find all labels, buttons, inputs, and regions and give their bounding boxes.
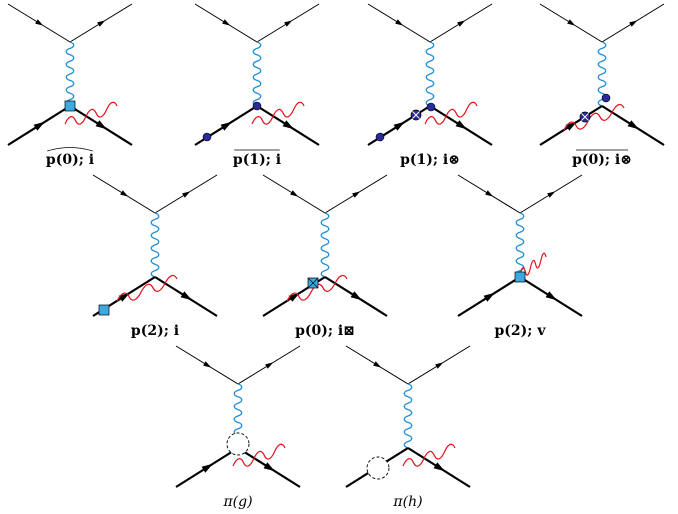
diagram-panel-9: π(h) (345, 345, 471, 510)
photon-line (425, 41, 435, 107)
vertex-dot-icon (252, 101, 262, 111)
diagram-caption: π(h) (392, 494, 422, 510)
loop-blob-icon (366, 456, 390, 480)
lower-incoming-fermion-arrow (118, 292, 130, 302)
diagram-caption: π(g) (222, 494, 252, 510)
lower-incoming-fermion-arrow (393, 121, 405, 131)
radiated-photon (64, 101, 118, 125)
lower-outgoing-fermion-arrow (455, 120, 467, 130)
vertex-dot-icon (426, 102, 436, 112)
photon-line (515, 212, 525, 278)
diagram-panel-2: p(1); i (194, 3, 320, 168)
radiated-photon (251, 101, 305, 125)
lower-incoming-fermion-arrow (33, 121, 45, 131)
diagram-panel-1: p(0); i (7, 3, 133, 168)
lower-outgoing-fermion-arrow (263, 462, 275, 472)
lower-incoming-fermion-arrow (220, 121, 232, 131)
radiated-photon (116, 274, 178, 302)
otimes-cross (581, 113, 589, 121)
photon-line (320, 212, 330, 278)
vertex-square-icon (514, 271, 526, 283)
photon-line (150, 212, 160, 278)
diagram-panel-7: p(2); v (457, 174, 583, 339)
upper-incoming-fermion-arrow (35, 19, 44, 26)
radiated-photon (402, 443, 456, 467)
boxtimes-cross (307, 277, 319, 289)
photon-line (65, 41, 75, 107)
upper-outgoing-fermion-arrow (435, 362, 444, 369)
diagram-panel-5: p(2); i (92, 174, 218, 339)
upper-incoming-fermion-arrow (485, 190, 494, 197)
caption-overtilde (47, 147, 93, 152)
otimes-cross (412, 111, 420, 119)
insertion-dot-icon (375, 132, 385, 142)
diagram-caption: p(0); i⊠ (295, 323, 355, 339)
upper-outgoing-fermion-arrow (265, 362, 274, 369)
upper-incoming-fermion-arrow (373, 361, 382, 368)
radiated-photon (232, 443, 286, 467)
photon-line (403, 383, 413, 449)
diagram-panel-4: p(0); i⊗ (539, 3, 665, 168)
diagram-caption: p(1); i (233, 152, 281, 168)
diagram-caption: p(0); i (46, 152, 94, 168)
diagram-caption: p(1); i⊗ (400, 152, 460, 168)
lower-outgoing-fermion-arrow (627, 120, 639, 130)
lower-outgoing-fermion-arrow (350, 291, 362, 301)
diagram-panel-6: p(0); i⊠ (262, 174, 388, 339)
upper-incoming-fermion-arrow (203, 361, 212, 368)
lower-outgoing-fermion-arrow (282, 120, 294, 130)
vertex-square-icon (98, 304, 110, 316)
upper-outgoing-fermion-arrow (97, 20, 106, 27)
upper-incoming-fermion-arrow (395, 19, 404, 26)
radiated-photon (424, 101, 478, 125)
diagram-caption: p(0); i⊗ (572, 152, 632, 168)
lower-incoming-fermion-arrow (201, 463, 213, 473)
lower-incoming-fermion-arrow (565, 121, 577, 131)
insertion-dot-icon (601, 93, 611, 103)
vertex-square-icon (64, 100, 76, 112)
upper-outgoing-fermion-arrow (182, 191, 191, 198)
lower-outgoing-fermion-arrow (433, 462, 445, 472)
lower-incoming-fermion-arrow (288, 292, 300, 302)
upper-incoming-fermion-arrow (567, 19, 576, 26)
lower-outgoing-fermion-arrow (180, 291, 192, 301)
upper-outgoing-fermion-arrow (284, 20, 293, 27)
upper-outgoing-fermion-arrow (629, 20, 638, 27)
lower-outgoing-fermion-arrow (95, 120, 107, 130)
insertion-dot-icon (202, 132, 212, 142)
upper-incoming-fermion-arrow (120, 190, 129, 197)
diagram-caption: p(2); i (131, 323, 179, 339)
loop-blob-icon (226, 432, 250, 456)
diagram-panel-3: p(1); i⊗ (367, 3, 493, 168)
diagram-panel-8: π(g) (175, 345, 301, 510)
upper-incoming-fermion-arrow (222, 19, 231, 26)
photon-line (252, 41, 262, 107)
upper-outgoing-fermion-arrow (547, 191, 556, 198)
diagram-caption: p(2); v (495, 323, 547, 339)
radiated-photon (519, 252, 547, 276)
upper-incoming-fermion-arrow (290, 190, 299, 197)
lower-incoming-fermion-arrow (483, 292, 495, 302)
upper-outgoing-fermion-arrow (457, 20, 466, 27)
upper-outgoing-fermion-arrow (352, 191, 361, 198)
radiated-photon (563, 103, 625, 131)
lower-outgoing-fermion-arrow (545, 291, 557, 301)
